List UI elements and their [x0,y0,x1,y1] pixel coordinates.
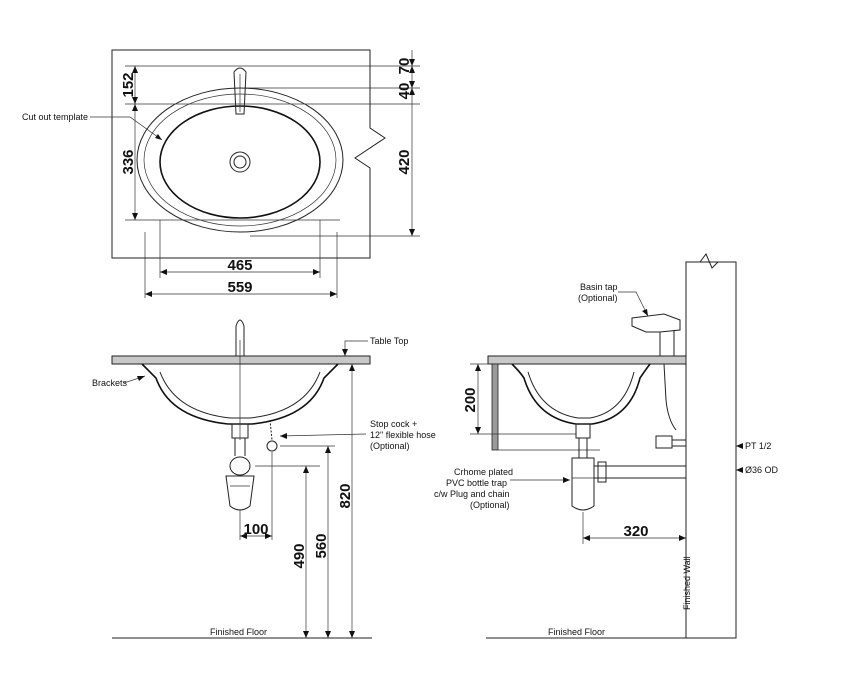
top-view: 152 336 70 40 420 465 559 Cut out templa… [22,49,420,298]
front-countertop [111,355,371,365]
dim-320: 320 [623,523,648,540]
trap-label-4: (Optional) [470,500,510,510]
dim-820: 820 [337,483,354,508]
drain [229,151,251,173]
table-top-label: Table Top [370,336,408,346]
stop-cock-label-1: Stop cock + [370,419,417,429]
trap-label-3: c/w Plug and chain [434,489,510,499]
dim-465: 465 [227,257,252,274]
dim-560: 560 [313,533,330,558]
dim-100: 100 [243,521,268,538]
dim-559: 559 [227,279,252,296]
front-tap [235,319,245,357]
dim-40: 40 [396,83,413,100]
brackets-label: Brackets [92,378,128,388]
side-stop-cock [655,435,673,449]
basin-bowl [159,105,321,219]
pt-label: PT 1/2 [745,441,771,451]
dim-490: 490 [291,543,308,568]
od-label: Ø36 OD [745,465,779,475]
stop-cock-label-3: (Optional) [370,441,410,451]
trap-label-2: PVC bottle trap [446,478,507,488]
side-cabinet-edge [491,363,499,451]
dim-152: 152 [120,72,137,97]
basin-tap-label-2: (Optional) [578,293,618,303]
finished-wall-label: Finished Wall [682,556,692,610]
trap-label-1: Crhome plated [454,467,513,477]
side-wall [685,261,737,639]
dim-200: 200 [462,387,479,412]
front-bottle-trap [225,475,255,511]
side-tap [631,313,681,333]
stop-cock-label-2: 12" flexible hose [370,430,436,440]
dim-420: 420 [396,149,413,174]
side-view: Finished Wall Basin tap (Optional) PT 1/… [434,253,779,639]
basin-tap-label-1: Basin tap [580,282,618,292]
side-countertop [487,355,687,365]
front-finished-floor: Finished Floor [210,627,267,637]
side-bottle-trap [571,457,595,511]
side-basin-outer [511,363,651,425]
front-view: Table Top Brackets Stop cock + 12" flexi… [92,319,436,639]
cut-out-label: Cut out template [22,112,88,122]
dim-70: 70 [396,58,413,75]
tap-top-view [233,67,247,115]
top-counter-outline [111,49,386,259]
side-flexible-hose [663,363,677,431]
dim-336: 336 [120,149,137,174]
waste-pipe [594,465,686,479]
drain-inner [233,155,247,169]
flexible-hose [269,419,273,441]
side-finished-floor: Finished Floor [548,627,605,637]
